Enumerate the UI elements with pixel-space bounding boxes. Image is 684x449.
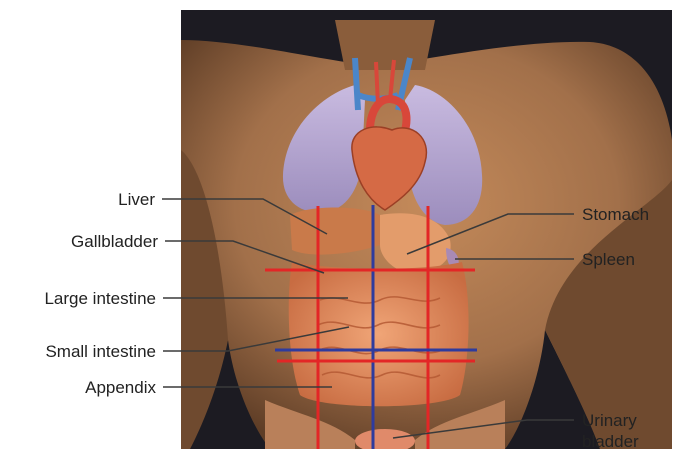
label-appendix: Appendix (85, 378, 156, 397)
liver (290, 208, 380, 255)
label-spleen: Spleen (582, 250, 635, 269)
label-urinary-bladder-line1: Urinary (582, 411, 637, 430)
label-small-intestine: Small intestine (45, 342, 156, 361)
label-stomach: Stomach (582, 205, 649, 224)
label-gallbladder: Gallbladder (71, 232, 158, 251)
label-urinary-bladder-line2: bladder (582, 432, 639, 449)
neck (335, 20, 435, 70)
label-liver: Liver (118, 190, 155, 209)
label-large-intestine: Large intestine (44, 289, 156, 308)
